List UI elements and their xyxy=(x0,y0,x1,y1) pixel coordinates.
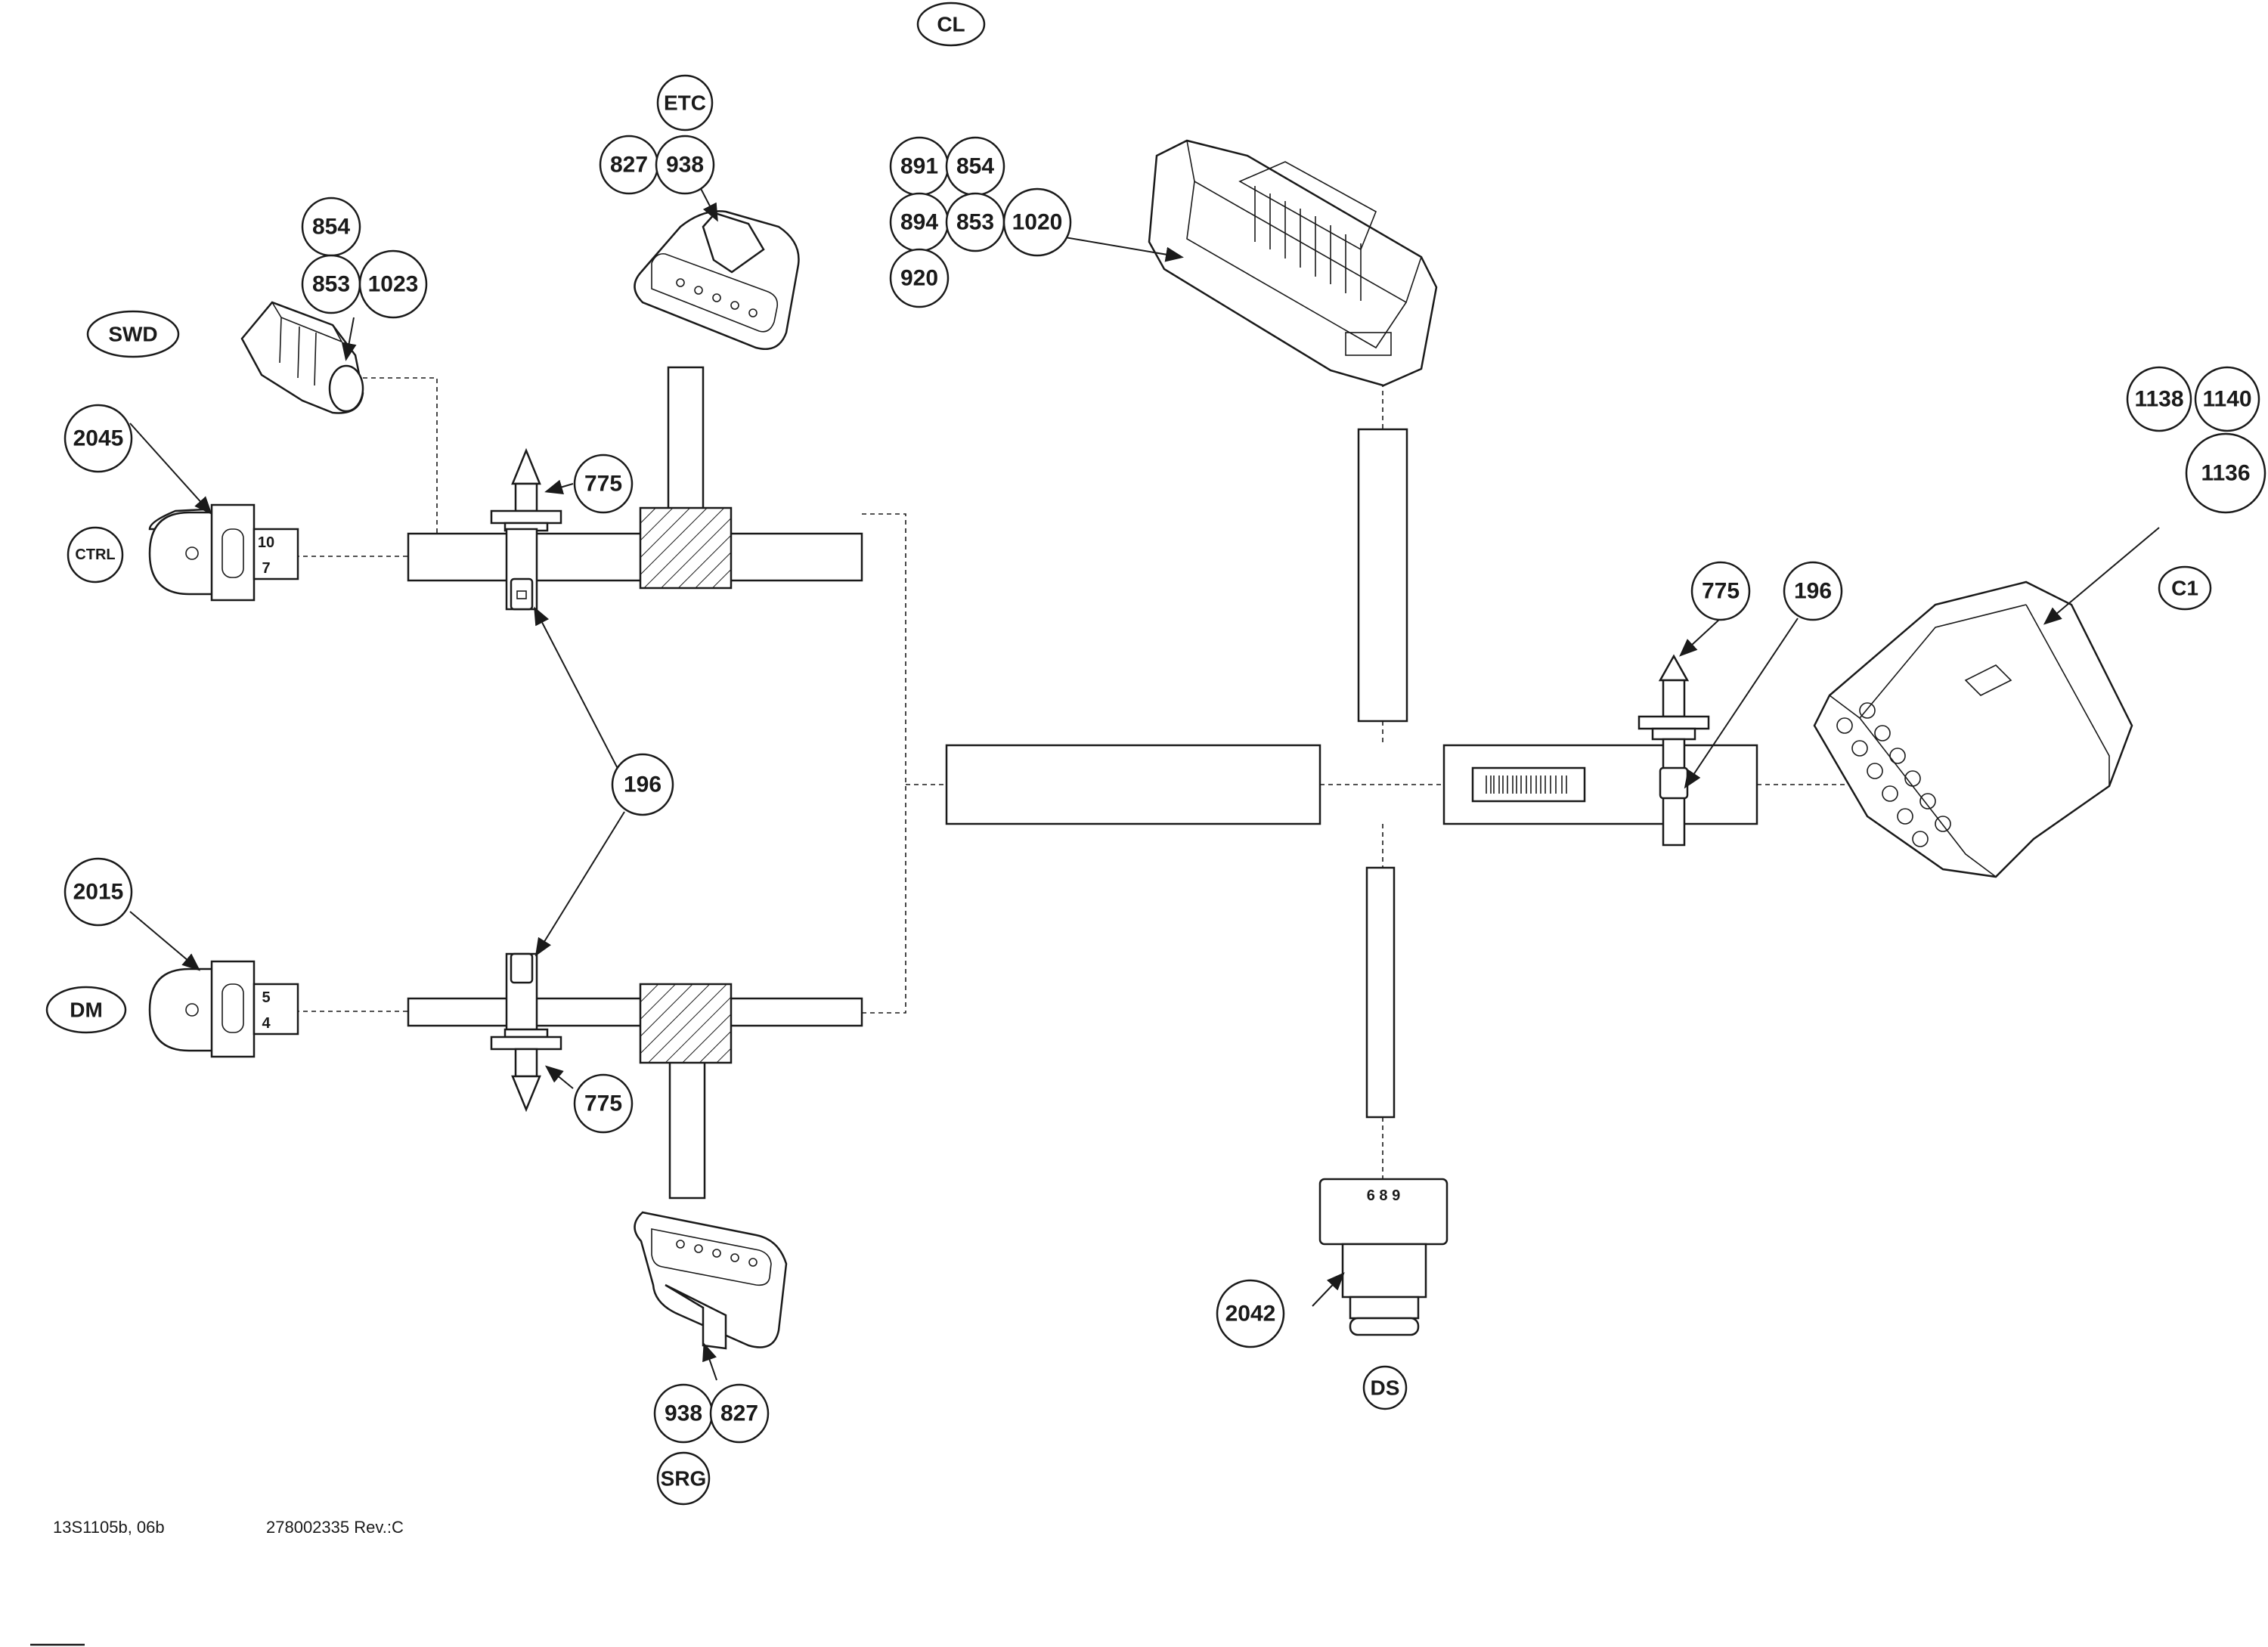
ds-connector: 6 8 9 xyxy=(1318,1178,1448,1336)
c1-pin-grid xyxy=(1836,702,1951,847)
part-894: 894 xyxy=(889,192,950,252)
part-891: 891 xyxy=(889,136,950,197)
part-853-left: 853 xyxy=(301,254,361,314)
svg-text:C1: C1 xyxy=(2171,577,2198,600)
part-827-bottom: 827 xyxy=(709,1383,770,1444)
svg-text:775: 775 xyxy=(584,1091,622,1116)
svg-text:1023: 1023 xyxy=(368,272,419,297)
svg-text:827: 827 xyxy=(720,1401,758,1426)
part-775-right: 775 xyxy=(1690,561,1751,621)
c1-connector xyxy=(1813,580,2133,878)
dm-pin-a: 5 xyxy=(262,989,270,1006)
svg-text:938: 938 xyxy=(665,1401,702,1426)
svg-text:938: 938 xyxy=(666,153,704,178)
svg-text:1138: 1138 xyxy=(2134,387,2183,412)
svg-text:775: 775 xyxy=(1702,579,1740,604)
ds-pins: 6 8 9 xyxy=(1367,1187,1400,1204)
footer-part-revision: 278002335 Rev.:C xyxy=(266,1518,404,1537)
label-cl: CL xyxy=(916,2,986,47)
svg-text:CL: CL xyxy=(937,13,965,36)
label-ctrl: CTRL xyxy=(67,526,124,584)
part-2015: 2015 xyxy=(64,857,133,927)
cable-tie-upper-left xyxy=(505,528,538,611)
label-srg: SRG xyxy=(656,1451,711,1506)
part-827-top: 827 xyxy=(599,135,659,195)
svg-text:920: 920 xyxy=(900,266,938,291)
svg-text:2015: 2015 xyxy=(73,880,124,905)
svg-text:196: 196 xyxy=(1794,579,1832,604)
svg-text:CTRL: CTRL xyxy=(75,546,115,563)
dm-pin-b: 4 xyxy=(262,1015,271,1032)
svg-text:854: 854 xyxy=(956,154,994,179)
svg-text:891: 891 xyxy=(900,154,938,179)
srg-connector xyxy=(634,1211,788,1350)
label-ds: DS xyxy=(1362,1365,1408,1410)
part-1020: 1020 xyxy=(1002,187,1072,257)
svg-text:1020: 1020 xyxy=(1012,210,1063,235)
part-920: 920 xyxy=(889,248,950,308)
part-938-top: 938 xyxy=(655,135,715,195)
svg-text:775: 775 xyxy=(584,472,622,497)
svg-text:DS: DS xyxy=(1371,1376,1400,1400)
etc-connector xyxy=(634,210,800,350)
svg-text:SRG: SRG xyxy=(661,1467,707,1491)
label-dm: DM xyxy=(45,986,127,1034)
part-853-center: 853 xyxy=(945,192,1005,252)
cl-connector xyxy=(1148,139,1438,387)
ctrl-pin-a: 10 xyxy=(258,534,274,551)
push-clip-right xyxy=(1637,654,1710,847)
part-1136: 1136 xyxy=(2185,432,2266,514)
svg-text:SWD: SWD xyxy=(108,323,157,346)
part-1023: 1023 xyxy=(358,249,428,319)
part-2045: 2045 xyxy=(64,404,133,473)
svg-text:1136: 1136 xyxy=(2201,461,2250,486)
dm-connector: 5 4 xyxy=(148,960,299,1058)
push-clip-upper-left xyxy=(490,447,562,532)
svg-text:196: 196 xyxy=(624,772,662,797)
part-1138: 1138 xyxy=(2126,366,2192,432)
svg-text:DM: DM xyxy=(70,998,103,1022)
ctrl-pin-b: 7 xyxy=(262,560,270,577)
harness-tubes xyxy=(407,366,1758,1200)
part-854-center: 854 xyxy=(945,136,1005,197)
svg-text:853: 853 xyxy=(312,272,350,297)
part-775-lower-left: 775 xyxy=(573,1073,634,1134)
footer-drawing-code: 13S1105b, 06b xyxy=(53,1518,165,1537)
label-etc: ETC xyxy=(656,74,714,132)
barcode xyxy=(1486,776,1567,794)
svg-text:ETC: ETC xyxy=(664,91,706,115)
svg-text:853: 853 xyxy=(956,210,994,235)
ctrl-connector: 10 7 xyxy=(148,503,299,602)
part-1140: 1140 xyxy=(2194,366,2260,432)
part-196-left: 196 xyxy=(611,753,674,816)
part-2042: 2042 xyxy=(1216,1279,1285,1348)
svg-text:827: 827 xyxy=(610,153,648,178)
svg-text:2045: 2045 xyxy=(73,426,124,451)
push-clip-lower-left xyxy=(490,952,562,1113)
label-c1: C1 xyxy=(2158,565,2212,611)
svg-text:1140: 1140 xyxy=(2202,387,2251,412)
svg-text:894: 894 xyxy=(900,210,938,235)
part-854-left: 854 xyxy=(301,197,361,257)
svg-text:2042: 2042 xyxy=(1225,1302,1276,1327)
part-938-bottom: 938 xyxy=(653,1383,714,1444)
svg-text:854: 854 xyxy=(312,215,350,240)
part-775-upper-left: 775 xyxy=(573,454,634,514)
label-swd: SWD xyxy=(86,310,180,358)
part-196-right: 196 xyxy=(1783,561,1843,621)
swd-connector xyxy=(240,301,364,414)
